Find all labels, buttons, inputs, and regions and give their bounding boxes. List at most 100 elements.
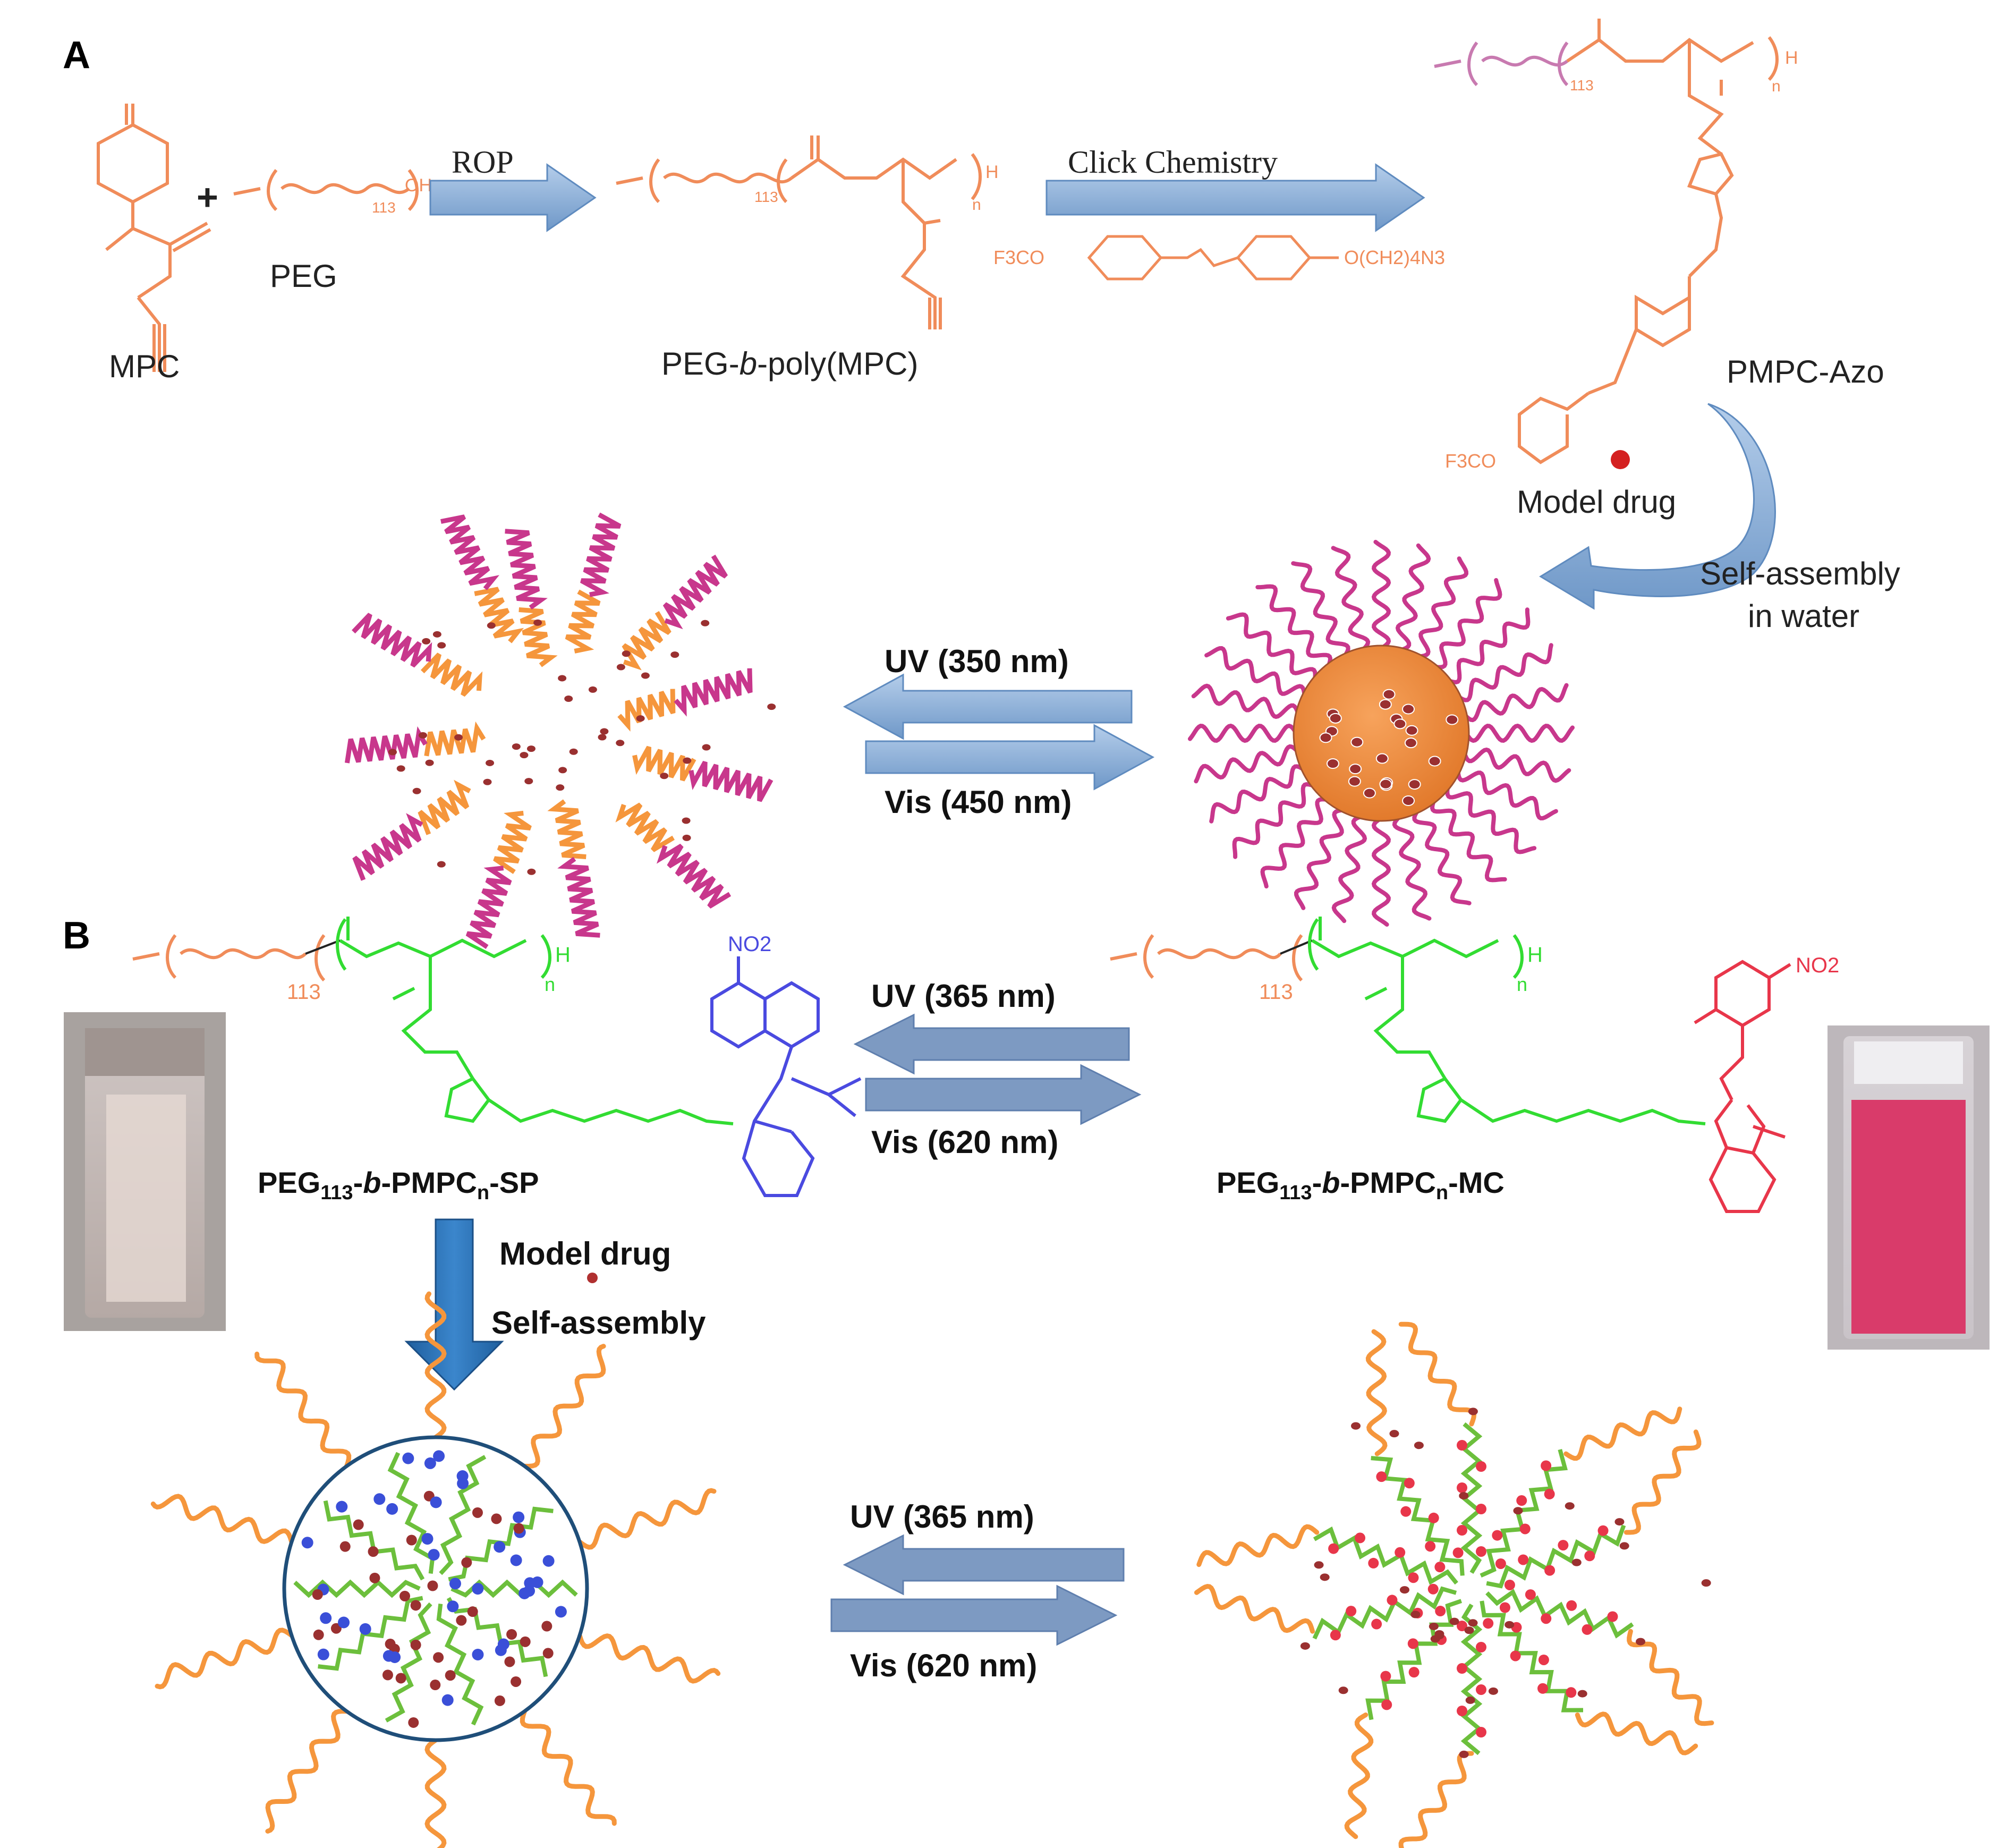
pegpmpc-repeat-113: 113 <box>754 189 778 205</box>
drug-molecule <box>1414 1442 1424 1449</box>
drug-molecule <box>520 1636 531 1647</box>
spiropyran-unit <box>402 1452 414 1464</box>
drug-molecule <box>1504 1621 1515 1629</box>
merocyanine-unit <box>1387 1595 1398 1606</box>
spiropyran-unit <box>457 1477 469 1489</box>
orange-block <box>622 611 672 671</box>
merocyanine-unit <box>1516 1495 1527 1506</box>
drug-molecule <box>1349 764 1362 775</box>
orange-block <box>615 802 675 852</box>
drug-molecule <box>1636 1638 1646 1646</box>
azo-azide-left-group: F3CO <box>993 247 1044 268</box>
drug-molecule <box>430 1680 441 1691</box>
peg-oh-group: OH <box>405 175 432 196</box>
drug-molecule <box>636 715 645 722</box>
micelle-shell-chain <box>1226 612 1318 683</box>
drug-molecule <box>1701 1579 1711 1587</box>
micelle-shell-chain <box>1412 808 1472 905</box>
azo-azide-structure <box>1087 235 1339 281</box>
drug-molecule <box>1326 758 1339 769</box>
micelle-shell-chain <box>1204 646 1307 699</box>
spiropyran-unit <box>359 1623 371 1635</box>
drug-molecule <box>432 631 441 638</box>
click-chemistry-arrow <box>1046 163 1425 232</box>
drug-molecule <box>527 868 536 875</box>
rop-label: ROP <box>452 145 514 180</box>
spiropyran-unit <box>433 1450 445 1462</box>
pmpc-core-chain <box>293 1579 421 1598</box>
merocyanine-unit <box>1457 1621 1467 1631</box>
drug-molecule <box>556 784 565 791</box>
drug-molecule <box>1408 779 1421 790</box>
merocyanine-unit <box>1525 1589 1536 1600</box>
merocyanine-unit <box>1537 1683 1549 1694</box>
uv-arrow-b-top <box>853 1013 1130 1075</box>
model-drug-dot-b <box>587 1273 598 1283</box>
disassembled-chains-a <box>344 512 776 949</box>
panel-a-label: A <box>63 34 90 77</box>
drug-molecule <box>1513 1507 1523 1515</box>
merocyanine-unit <box>1582 1624 1593 1635</box>
drug-molecule <box>504 1656 515 1667</box>
micelle-shell-chain <box>1294 808 1347 910</box>
micelle-shell-chain <box>1395 543 1431 652</box>
merocyanine-unit <box>1408 1667 1420 1678</box>
drug-molecule <box>410 1600 421 1611</box>
vial-photo-sp <box>64 1012 226 1331</box>
peg-corona-chain <box>265 1708 349 1834</box>
drug-molecule <box>1363 787 1376 799</box>
merocyanine-unit <box>1400 1506 1412 1517</box>
drug-molecule <box>425 759 434 766</box>
pmpc-azo-repeat-113: 113 <box>1570 77 1594 94</box>
spiropyran-unit <box>338 1616 350 1629</box>
merocyanine-unit <box>1495 1558 1506 1569</box>
drug-molecule <box>1459 1750 1469 1758</box>
merocyanine-unit <box>1346 1606 1357 1617</box>
drug-molecule <box>368 1546 379 1557</box>
spiropyran-unit <box>441 1694 454 1706</box>
uv-arrow-a <box>843 673 1133 740</box>
merocyanine-unit <box>1355 1532 1366 1544</box>
mc-repeat-113: 113 <box>1259 980 1293 1004</box>
micelle-shell-chain <box>1291 561 1350 659</box>
merocyanine-unit <box>1538 1654 1549 1665</box>
peg-corona-chain <box>577 1488 717 1550</box>
micelle-shell-chain <box>1462 683 1569 723</box>
pmpc-core-chain <box>436 1604 484 1726</box>
spiropyran-unit <box>317 1648 329 1660</box>
micelle-shell-chain <box>1371 540 1391 650</box>
spiropyran-unit <box>447 1600 459 1613</box>
drug-molecule <box>600 728 609 735</box>
drug-molecule <box>641 672 650 679</box>
drug-molecule <box>427 1580 438 1591</box>
drug-molecule <box>701 620 710 626</box>
drug-molecule <box>1319 732 1332 743</box>
drug-molecule <box>1348 776 1361 787</box>
spiropyran-unit <box>386 1503 398 1515</box>
peg-corona-chain <box>424 1291 447 1440</box>
pink-block <box>440 514 499 590</box>
drug-molecule <box>412 787 421 794</box>
drug-molecule <box>1393 718 1407 730</box>
micelle-shell-chain <box>1445 784 1537 854</box>
drug-molecule <box>472 1507 483 1518</box>
drug-molecule <box>542 1648 554 1659</box>
micelle-b <box>150 1291 721 1848</box>
drug-molecule <box>683 757 692 764</box>
rop-arrow <box>429 163 597 232</box>
mc-end-h: H <box>1527 943 1543 967</box>
drug-molecule <box>682 817 691 824</box>
merocyanine-unit <box>1428 1512 1439 1523</box>
pmpc-azo-repeat-n: n <box>1772 78 1781 95</box>
vis-arrow-a <box>865 724 1155 791</box>
plus-sign: + <box>197 176 218 218</box>
pink-block <box>557 857 600 938</box>
merocyanine-unit <box>1518 1554 1529 1565</box>
merocyanine-unit <box>1407 1638 1418 1649</box>
peg-corona-chain <box>254 1351 352 1469</box>
drug-molecule <box>702 744 711 751</box>
drug-molecule <box>1465 1696 1475 1704</box>
spiropyran-unit <box>494 1541 506 1553</box>
spiropyran-unit <box>495 1644 507 1656</box>
peg-chain <box>1344 1713 1374 1839</box>
